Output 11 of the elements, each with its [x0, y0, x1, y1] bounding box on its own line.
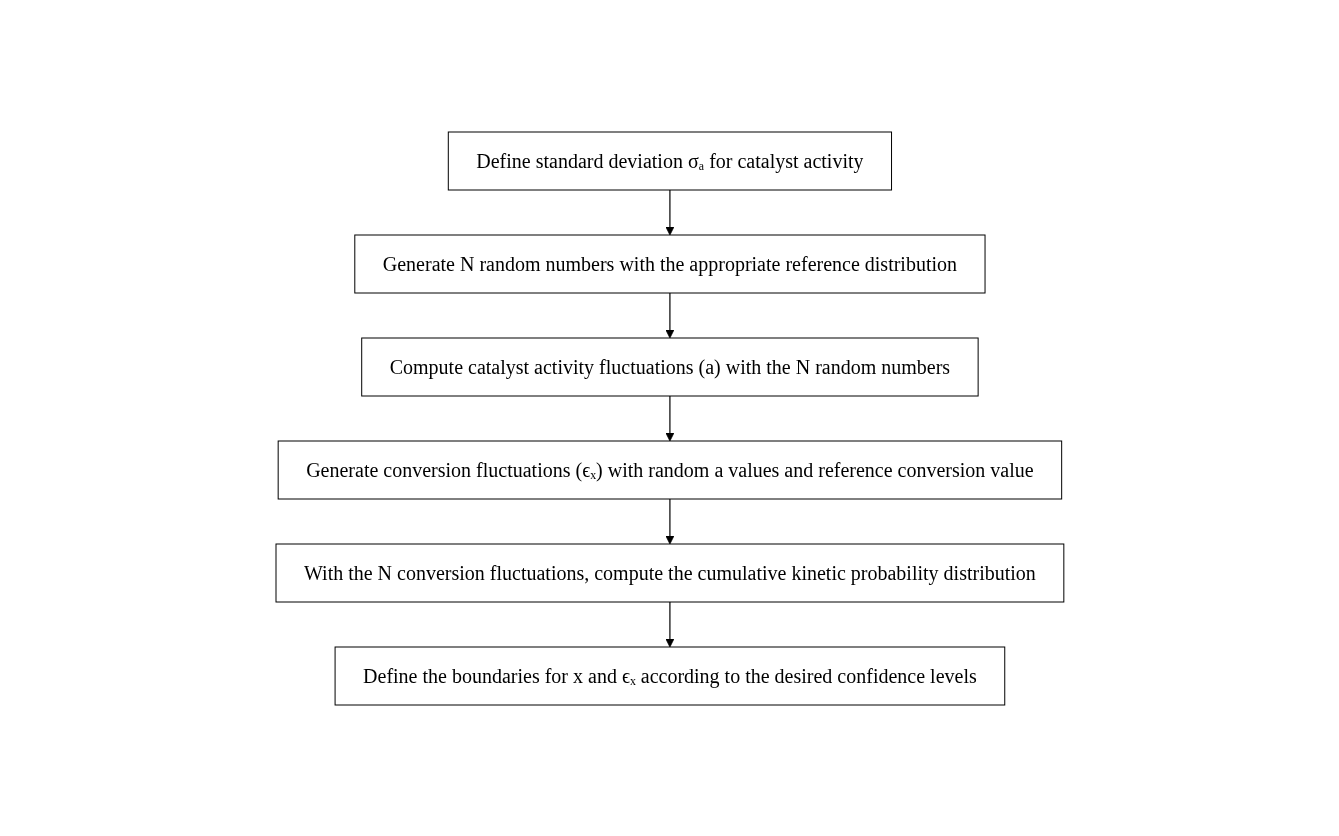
- arrow: [665, 394, 674, 441]
- arrow: [665, 188, 674, 235]
- node-box: Define the boundaries for x and ϵₓ according to the desired confidence levels: [334, 646, 1005, 705]
- arrow: [665, 291, 674, 338]
- node-box: Generate N random numbers with the appropriate reference distribution: [353, 234, 986, 293]
- arrow: [665, 600, 674, 647]
- node-box: Generate conversion fluctuations (ϵₓ) with random a values and reference conversion value: [277, 440, 1062, 499]
- node-box: Compute catalyst activity fluctuations (a) with the N random numbers: [360, 337, 979, 396]
- arrow: [665, 497, 674, 544]
- node-box: With the N conversion fluctuations, compute the cumulative kinetic probability distribution: [275, 543, 1064, 602]
- node-box: Define standard deviation σₐ for catalyst activity: [447, 131, 892, 190]
